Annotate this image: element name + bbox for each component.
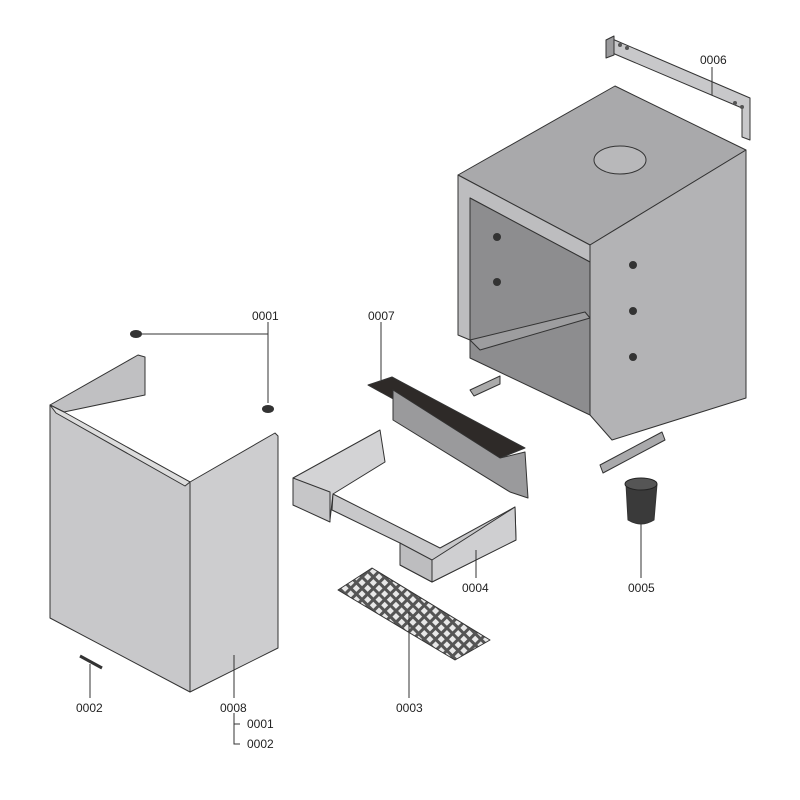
label-0007: 0007 <box>368 309 395 323</box>
part-0001-foot <box>130 330 142 338</box>
cabinet-bottom-strip <box>599 431 666 474</box>
label-0008-sub-0002: 0002 <box>247 737 274 751</box>
leader-lines <box>89 67 713 745</box>
part-0003-perforated-plate <box>337 567 491 661</box>
part-0005-cup <box>624 477 658 525</box>
part-0004-base-tray <box>292 429 517 583</box>
main-cabinet <box>457 85 747 441</box>
part-0001-foot <box>262 405 274 413</box>
part-0006-bracket <box>605 35 751 141</box>
label-0001-top: 0001 <box>252 309 279 323</box>
part-0002-clip <box>79 654 103 670</box>
label-0006: 0006 <box>700 53 727 67</box>
part-0007-gasket-bar <box>367 376 529 499</box>
label-0003: 0003 <box>396 701 423 715</box>
part-0008-outer-cover <box>49 354 279 693</box>
label-0002: 0002 <box>76 701 103 715</box>
label-0004: 0004 <box>462 581 489 595</box>
label-0008-sub-0001: 0001 <box>247 717 274 731</box>
label-0008: 0008 <box>220 701 247 715</box>
label-0005: 0005 <box>628 581 655 595</box>
